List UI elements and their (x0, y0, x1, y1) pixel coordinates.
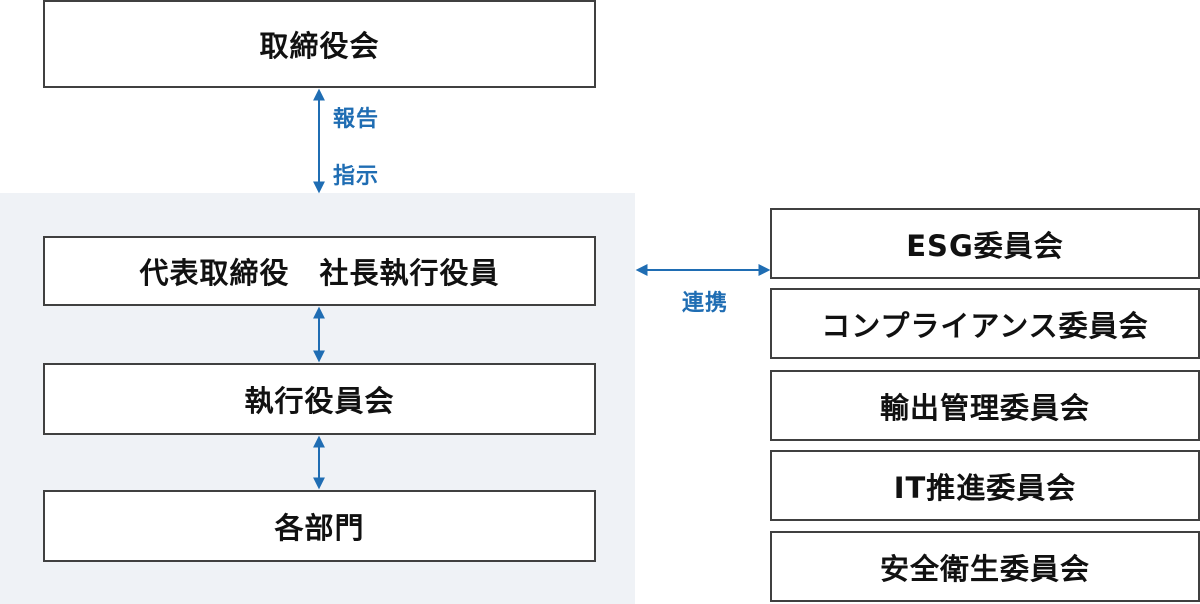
committee-safety-health-box: 安全衛生委員会 (770, 531, 1200, 602)
committee-esg-box: ESG委員会 (770, 208, 1200, 279)
committee-it-promotion-box: IT推進委員会 (770, 450, 1200, 521)
departments-label: 各部門 (274, 511, 365, 545)
collaboration-label: 連携 (682, 291, 729, 316)
committee-safety-health-label: 安全衛生委員会 (879, 551, 1090, 586)
committee-esg-label: ESG委員会 (906, 228, 1064, 263)
instruct-label: 指示 (333, 164, 380, 189)
president-label: 代表取締役 社長執行役員 (139, 256, 500, 290)
executive-officers-meeting-box: 執行役員会 (43, 363, 596, 435)
committee-export-control-box: 輸出管理委員会 (770, 370, 1200, 441)
president-box: 代表取締役 社長執行役員 (43, 236, 596, 306)
board-of-directors-label: 取締役会 (259, 29, 380, 63)
committee-export-control-label: 輸出管理委員会 (879, 390, 1090, 425)
departments-box: 各部門 (43, 490, 596, 562)
committee-compliance-label: コンプライアンス委員会 (821, 308, 1149, 343)
board-of-directors-box: 取締役会 (43, 0, 596, 88)
committee-compliance-box: コンプライアンス委員会 (770, 288, 1200, 359)
executive-officers-meeting-label: 執行役員会 (244, 384, 395, 418)
report-label: 報告 (333, 107, 380, 132)
committee-it-promotion-label: IT推進委員会 (893, 470, 1077, 505)
